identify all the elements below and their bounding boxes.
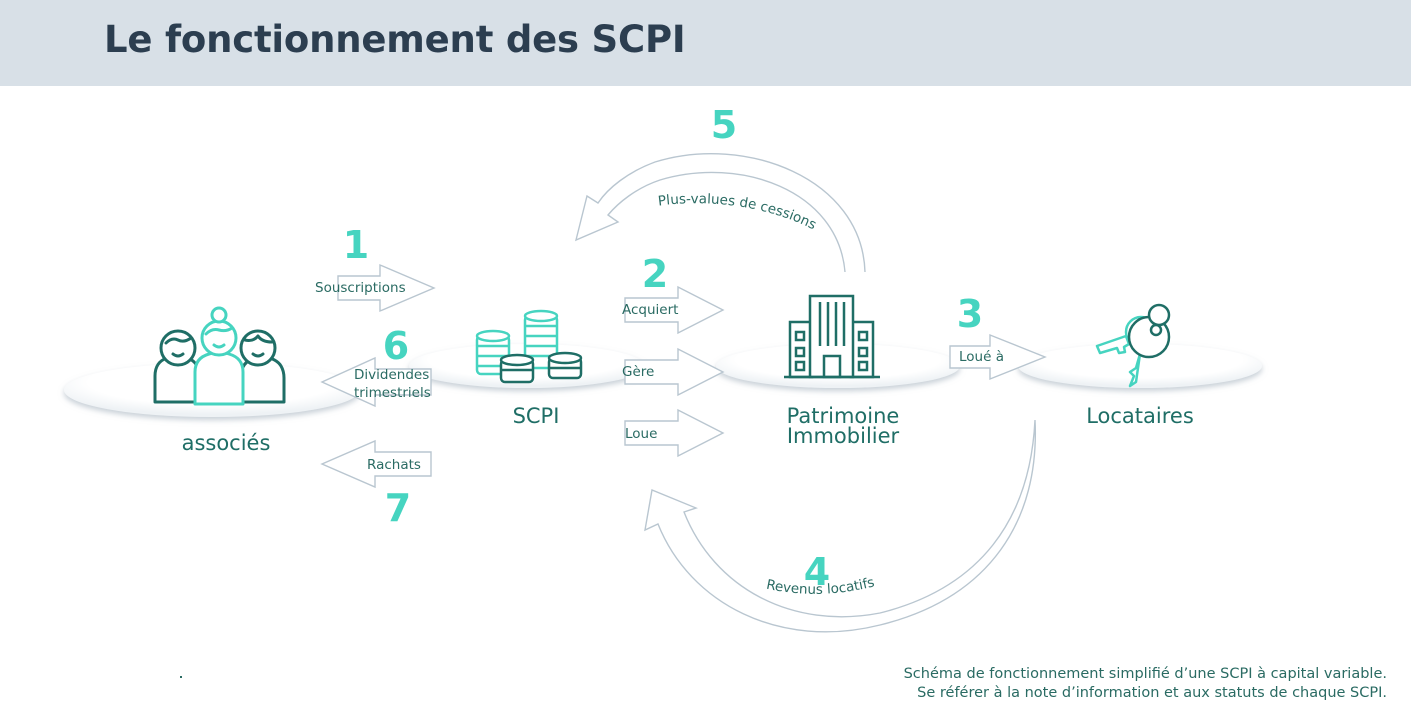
stray-dot (180, 676, 182, 678)
step-2: 2 (642, 252, 668, 296)
page-title: Le fonctionnement des SCPI (104, 18, 686, 61)
arrow-loue-a (949, 333, 1047, 381)
label-dividendes-2: trimestriels (354, 385, 431, 401)
footnote-line-2: Se référer à la note d’information et au… (917, 685, 1387, 701)
label-plus-values: Plus-values de cessions (657, 191, 819, 233)
node-patrimoine-2: Immobilier (787, 424, 900, 448)
label-loue: Loue (625, 426, 657, 442)
label-loue-a: Loué à (959, 349, 1004, 365)
node-associes: associés (182, 431, 271, 455)
label-souscriptions: Souscriptions (315, 280, 406, 296)
node-labels: associés SCPI Patrimoine Immobilier Loca… (182, 404, 1194, 455)
arrow-dividendes (320, 356, 432, 408)
coins-icon (475, 309, 583, 384)
step-6: 6 (383, 324, 409, 368)
node-patrimoine-1: Patrimoine (787, 404, 900, 428)
arrow-souscriptions (337, 263, 436, 313)
curved-arrows (574, 153, 1037, 633)
node-scpi: SCPI (513, 404, 560, 428)
label-acquiert: Acquiert (622, 302, 678, 318)
building-icon (784, 294, 880, 379)
step-3: 3 (957, 292, 983, 336)
step-1: 1 (343, 223, 369, 267)
platform-locataires (1018, 344, 1262, 388)
arrow-loue (624, 408, 725, 458)
step-4: 4 (804, 550, 830, 594)
step-5: 5 (711, 103, 737, 147)
arrow-plus-values (574, 153, 866, 273)
node-locataires: Locataires (1086, 404, 1194, 428)
step-numbers: 1 2 3 4 5 6 7 (343, 103, 983, 594)
people-icon (153, 306, 286, 406)
arrow-gere (624, 347, 725, 397)
straight-arrows (320, 263, 1047, 489)
header-band (0, 0, 1411, 86)
arrow-rachats (320, 439, 432, 489)
label-rachats: Rachats (367, 457, 421, 473)
keys-icon (1095, 303, 1171, 388)
arrow-acquiert (624, 285, 725, 335)
step-7: 7 (385, 486, 411, 530)
footnote-line-1: Schéma de fonctionnement simplifié d’une… (903, 666, 1387, 682)
label-gere: Gère (622, 364, 654, 380)
label-dividendes-1: Dividendes (354, 367, 429, 383)
arrow-revenus (644, 419, 1037, 633)
